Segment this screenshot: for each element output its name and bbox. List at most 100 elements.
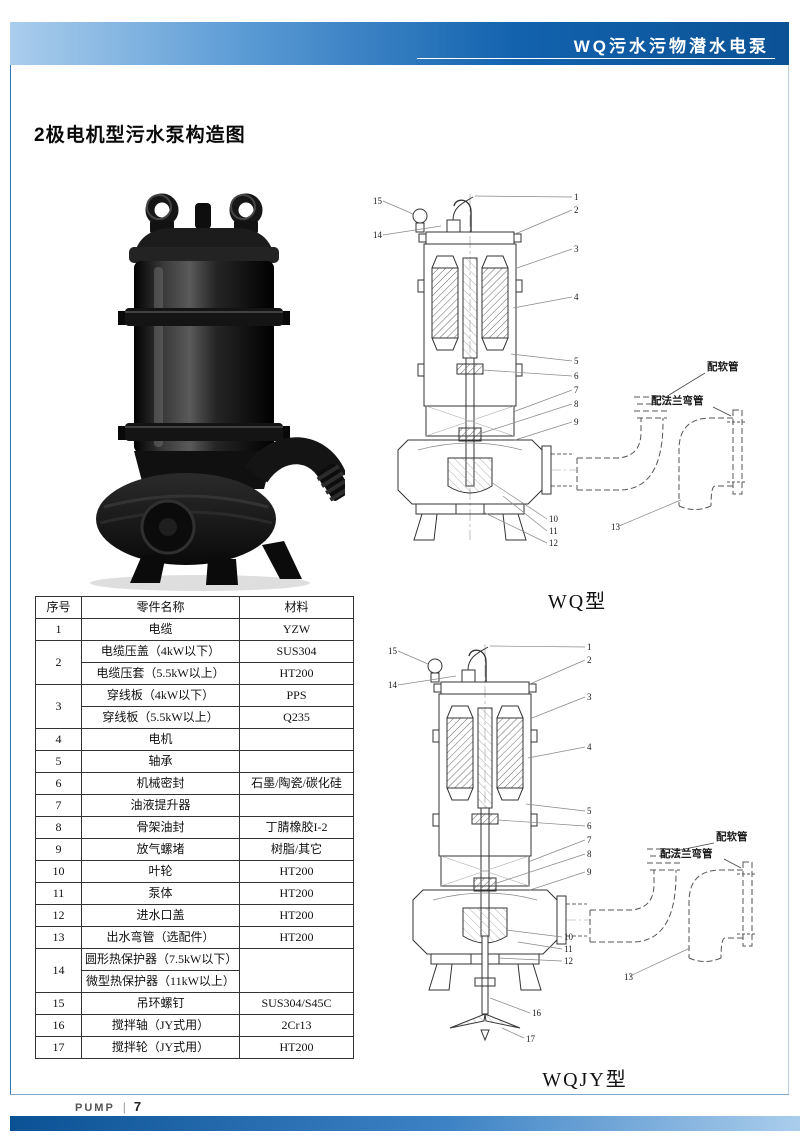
cell-material: 石墨/陶瓷/碳化硅 bbox=[239, 772, 354, 795]
cell-material: PPS bbox=[239, 684, 354, 707]
footer-brand: PUMP bbox=[75, 1102, 115, 1114]
cell-no: 14 bbox=[35, 948, 82, 993]
table-row: 电缆压套（5.5kW以上）HT200 bbox=[36, 662, 354, 685]
cell-material: HT200 bbox=[239, 882, 354, 905]
callout-label: 2 bbox=[587, 655, 592, 665]
callout-label: 5 bbox=[574, 356, 579, 366]
cell-no: 6 bbox=[35, 772, 82, 795]
callout-label: 1 bbox=[587, 642, 592, 652]
hose-elbow-option bbox=[576, 396, 671, 491]
cell-no: 1 bbox=[35, 618, 82, 641]
callout-label: 9 bbox=[587, 867, 592, 877]
callout-label: 2 bbox=[574, 205, 579, 215]
header-bar: WQ污水污物潜水电泵 bbox=[10, 22, 789, 65]
cell-part-name: 进水口盖 bbox=[81, 904, 240, 927]
wq-diagram-label: WQ型 bbox=[547, 591, 608, 613]
hose-elbow-option bbox=[589, 848, 684, 943]
cell-material bbox=[239, 948, 354, 993]
callout-label: 7 bbox=[574, 385, 579, 395]
callout-label: 12 bbox=[549, 538, 558, 548]
cell-no: 17 bbox=[35, 1036, 82, 1059]
cell-material: HT200 bbox=[239, 1036, 354, 1059]
callout-label: 11 bbox=[564, 944, 573, 954]
cell-no: 12 bbox=[35, 904, 82, 927]
cell-no: 13 bbox=[35, 926, 82, 949]
callout-label: 9 bbox=[574, 417, 579, 427]
callout-label: 6 bbox=[574, 371, 579, 381]
callout-label: 15 bbox=[388, 646, 398, 656]
header-underline bbox=[416, 58, 775, 59]
hose-note-label: 配软管 bbox=[716, 830, 748, 843]
callout-label: 12 bbox=[564, 956, 573, 966]
callout-label: 17 bbox=[526, 1034, 536, 1044]
callout-label: 11 bbox=[549, 526, 558, 536]
table-row: 微型热保护器（11kW以上） bbox=[36, 970, 354, 993]
cell-part-name: 泵体 bbox=[81, 882, 240, 905]
cell-material: 2Cr13 bbox=[239, 1014, 354, 1037]
callout-label: 16 bbox=[532, 1008, 542, 1018]
hose-note-label: 配软管 bbox=[707, 360, 739, 373]
flange-note-label: 配法兰弯管 bbox=[660, 847, 713, 860]
cell-no: 2 bbox=[35, 640, 82, 685]
cell-part-name: 机械密封 bbox=[81, 772, 240, 795]
page-left-border bbox=[10, 22, 11, 1094]
cell-part-name: 油液提升器 bbox=[81, 794, 240, 817]
callout-label: 14 bbox=[373, 230, 383, 240]
cell-material bbox=[239, 728, 354, 751]
wqjy-diagram-label: WQJY型 bbox=[542, 1069, 628, 1091]
cell-part-name: 穿线板（5.5kW以上） bbox=[81, 706, 240, 729]
callout-label: 10 bbox=[549, 514, 559, 524]
cell-material: SUS304 bbox=[239, 640, 354, 663]
cell-no: 8 bbox=[35, 816, 82, 839]
pump-legs bbox=[130, 541, 302, 585]
callout-label: 3 bbox=[587, 692, 592, 702]
callout-label: 14 bbox=[388, 680, 398, 690]
wq-diagram-drawing: 配软管 配法兰弯管 15 14 1 2 3 4 5 6 7 8 9 10 11 … bbox=[373, 192, 748, 548]
pump-cross-section bbox=[397, 193, 577, 541]
cell-material: HT200 bbox=[239, 926, 354, 949]
wqjy-diagram-drawing: 配软管 配法兰弯管 15 14 1 2 3 4 5 6 7 8 9 10 11 … bbox=[388, 642, 758, 1044]
cell-part-name: 圆形热保护器（7.5kW以下） bbox=[81, 948, 240, 971]
pump-photo bbox=[50, 183, 353, 595]
cell-part-name: 电缆压盖（4kW以下） bbox=[81, 640, 240, 663]
wq-diagram: 配软管 配法兰弯管 15 14 1 2 3 4 5 6 7 8 9 10 11 … bbox=[365, 182, 790, 614]
footer-divider: | bbox=[122, 1100, 126, 1114]
callout-label: 6 bbox=[587, 821, 592, 831]
cell-no: 5 bbox=[35, 750, 82, 773]
callout-label: 13 bbox=[624, 972, 634, 982]
callout-label: 8 bbox=[587, 849, 592, 859]
section-title: 2极电机型污水泵构造图 bbox=[34, 125, 246, 146]
cell-part-name: 微型热保护器（11kW以上） bbox=[81, 970, 240, 993]
cell-part-name: 放气螺堵 bbox=[81, 838, 240, 861]
table-row: 穿线板（5.5kW以上）Q235 bbox=[36, 706, 354, 729]
flange-note-label: 配法兰弯管 bbox=[651, 394, 704, 407]
cell-no: 15 bbox=[35, 992, 82, 1015]
cell-part-name: 电缆压套（5.5kW以上） bbox=[81, 662, 240, 685]
callout-label: 10 bbox=[564, 932, 574, 942]
cell-no: 7 bbox=[35, 794, 82, 817]
cell-material: HT200 bbox=[239, 860, 354, 883]
bottom-bar bbox=[10, 1116, 800, 1131]
cell-material bbox=[239, 794, 354, 817]
callout-label: 4 bbox=[574, 292, 579, 302]
page-right-border bbox=[788, 22, 789, 1094]
cell-no: 10 bbox=[35, 860, 82, 883]
wq-callouts: 15 14 1 2 3 4 5 6 7 8 9 10 11 12 13 bbox=[373, 192, 682, 548]
callout-label: 3 bbox=[574, 244, 579, 254]
footer: PUMP | 7 bbox=[75, 1099, 141, 1114]
cell-material: 丁腈橡胶I-2 bbox=[239, 816, 354, 839]
footer-rule bbox=[10, 1094, 789, 1095]
cell-no: 4 bbox=[35, 728, 82, 751]
header-part-name: 零件名称 bbox=[81, 596, 240, 619]
